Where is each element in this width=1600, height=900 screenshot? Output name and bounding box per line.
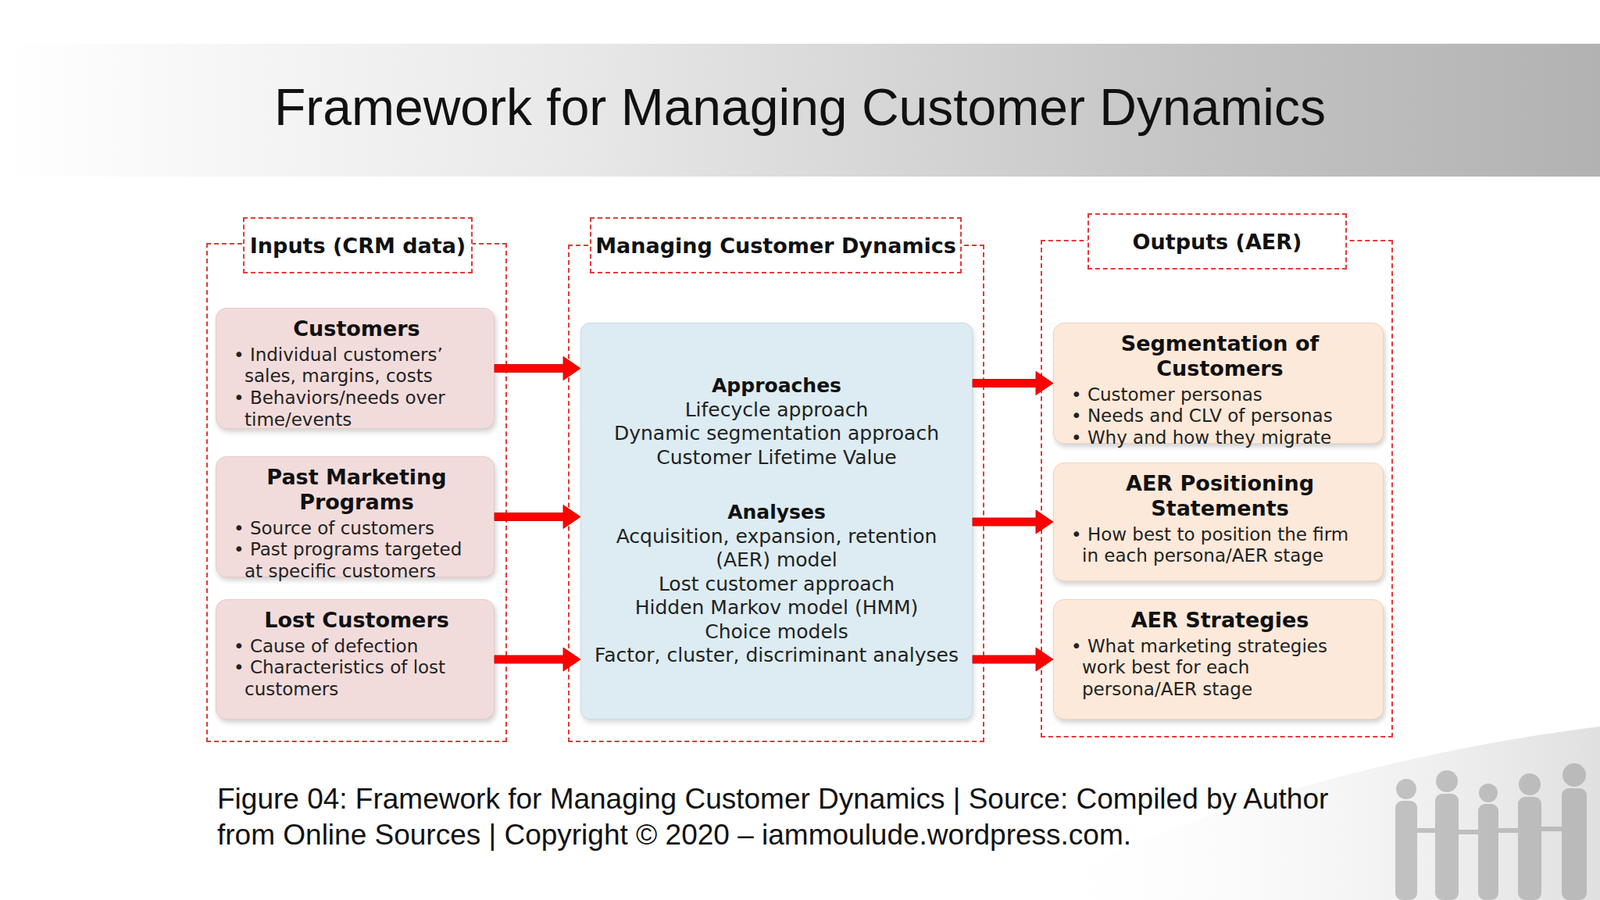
group-frame: Managing Customer DynamicsApproachesLife… [567,244,985,743]
card-heading: Segmentation of Customers [1071,331,1369,382]
flow-arrow [972,371,1054,396]
info-card: AER Positioning Statements• How best to … [1053,462,1384,582]
flow-arrow [494,647,581,672]
method-item: Dynamic segmentation approach [614,421,940,447]
method-item: Customer Lifetime Value [656,446,897,471]
group-header: Outputs (AER) [1087,213,1347,270]
section-heading: Approaches [711,374,842,399]
flow-arrow [972,647,1054,672]
card-heading: Past Marketing Programs [233,464,480,515]
bullet-item: • Needs and CLV of personas [1071,405,1369,428]
info-card: Customers• Individual customers’ sales, … [215,307,495,429]
bullet-item: • Customer personas [1071,384,1369,407]
info-card: Past Marketing Programs• Source of custo… [215,456,495,578]
group-header: Managing Customer Dynamics [589,217,962,274]
bullet-item: • Why and how they migrate [1071,427,1369,450]
arrow-shape [972,510,1054,534]
group-frame: Inputs (CRM data)Customers• Individual c… [206,242,508,743]
bullet-item: • Characteristics of lost customers [233,657,480,700]
arrow-shape [494,647,581,672]
method-item: Lifecycle approach [685,398,869,423]
arrow-shape [972,647,1054,672]
diagram-title: Framework for Managing Customer Dynamics [0,81,1600,133]
figure-caption: Figure 04: Framework for Managing Custom… [217,781,1374,853]
info-card: AER Strategies• What marketing strategie… [1053,599,1384,720]
card-heading: Customers [233,316,480,342]
arrow-shape [494,357,581,381]
method-box: ApproachesLifecycle approachDynamic segm… [580,322,973,720]
info-card: Segmentation of Customers• Customer pers… [1053,322,1384,444]
people-silhouettes [1395,763,1587,900]
method-item: Lost customer approach [658,572,895,597]
bullet-item: • Past programs targeted at specific cus… [233,539,480,583]
bullet-item: • Behaviors/needs over time/events [233,387,480,431]
group-frame: Outputs (AER)Segmentation of Customers• … [1040,239,1393,738]
card-heading: AER Positioning Statements [1071,471,1369,522]
flow-arrow [972,510,1054,534]
bullet-item: • What marketing strategies work best fo… [1071,635,1369,701]
arrow-shape [972,371,1054,396]
info-card: Lost Customers• Cause of defection• Char… [215,599,495,720]
arrow-shape [494,505,581,529]
flow-arrow [494,505,581,529]
method-item: Hidden Markov model (HMM) [635,596,919,621]
bullet-item: • Individual customers’ sales, margins, … [233,344,480,388]
bullet-item: • Cause of defection [233,635,480,658]
method-item: Acquisition, expansion, retention (AER) … [593,525,960,573]
method-item: Factor, cluster, discriminant analyses [594,643,959,668]
flow-arrow [494,357,581,381]
bullet-item: • How best to position the firm in each … [1071,524,1369,568]
card-heading: AER Strategies [1071,607,1369,633]
method-item: Choice models [704,620,848,645]
card-heading: Lost Customers [233,607,480,633]
group-header: Inputs (CRM data) [242,217,473,274]
section-heading: Analyses [727,500,826,525]
bullet-item: • Source of customers [233,517,480,540]
